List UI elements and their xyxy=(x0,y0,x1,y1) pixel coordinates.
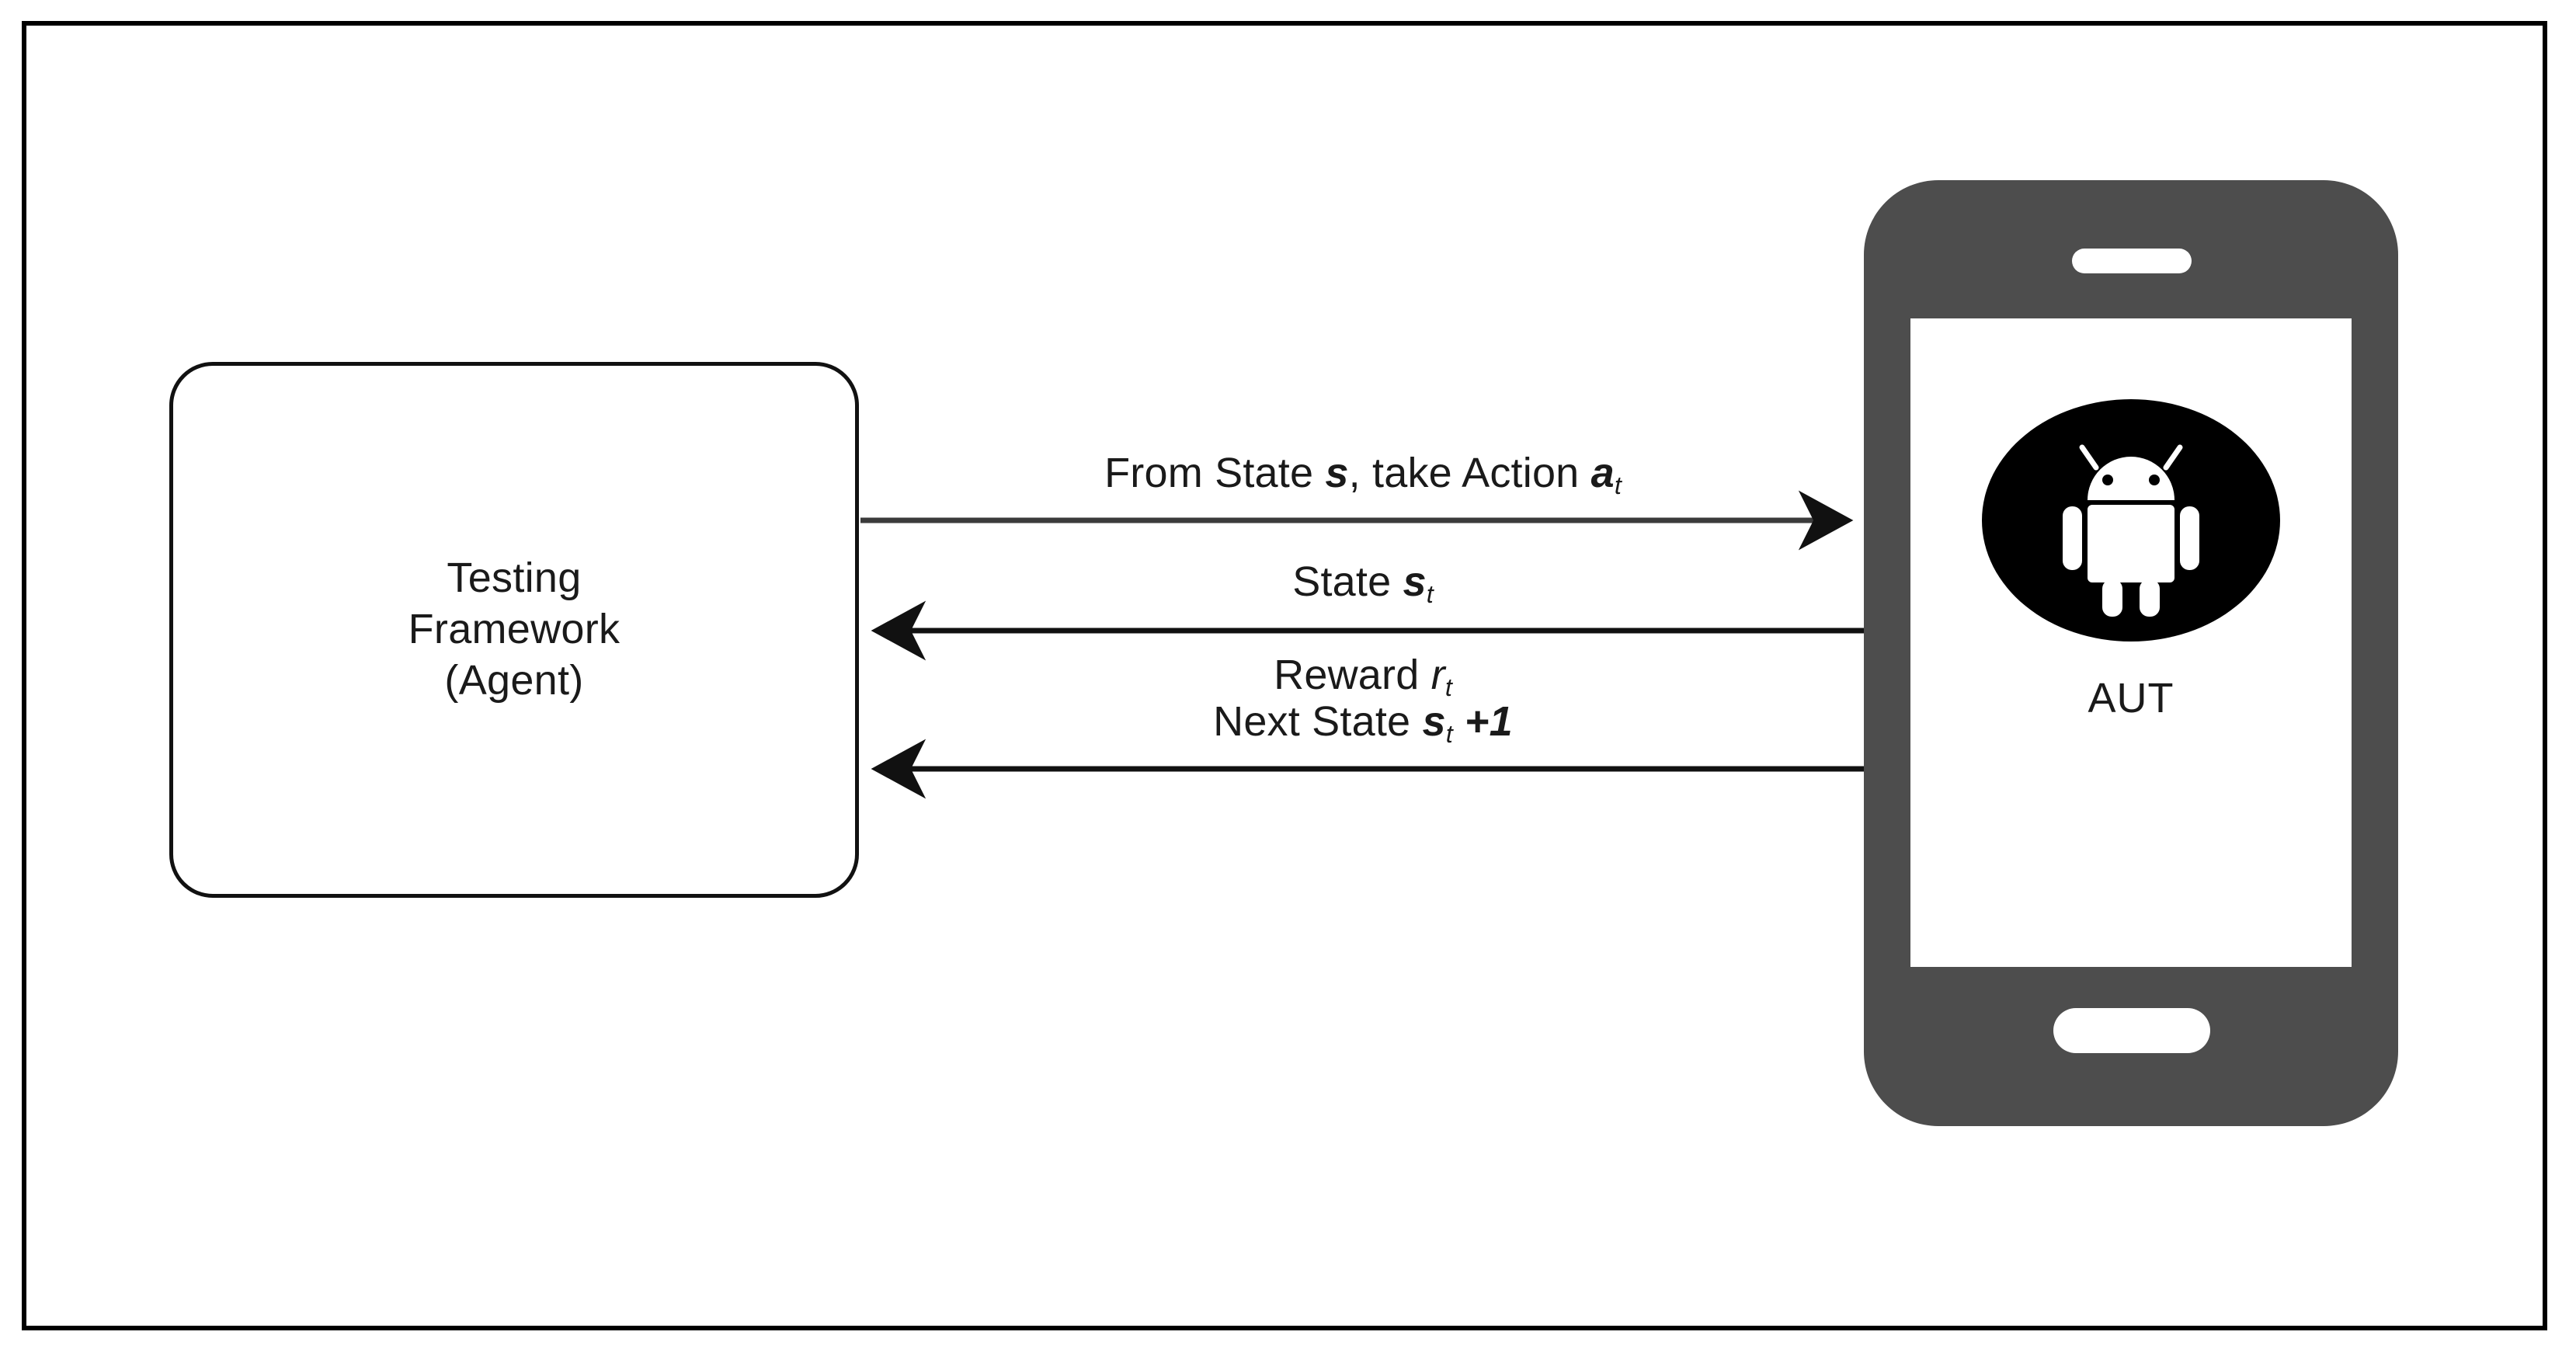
phone-screen: AUT xyxy=(1910,318,2352,967)
flow-label-next-prefix: Next State xyxy=(1213,698,1423,745)
flow-label-next-suffix: +1 xyxy=(1452,698,1513,745)
flow-label-reward: Reward rt xyxy=(858,651,1868,702)
testing-framework-box: Testing Framework (Agent) xyxy=(169,362,859,898)
flow-label-action-subscript: t xyxy=(1614,471,1622,500)
flow-label-reward-prefix: Reward xyxy=(1274,652,1431,698)
agent-label-line-2: Framework xyxy=(408,606,621,653)
flow-label-action-middle: , take Action xyxy=(1348,450,1591,496)
flow-label-action-prefix: From State xyxy=(1104,450,1326,496)
android-robot-icon xyxy=(1982,399,2280,642)
agent-label-line-1: Testing xyxy=(447,555,582,602)
flow-label-action-symbol-a: a xyxy=(1590,450,1615,496)
phone-speaker xyxy=(2072,249,2192,273)
flow-label-state-prefix: State xyxy=(1292,558,1403,605)
flow-label-state-symbol-s: s xyxy=(1403,558,1427,605)
flow-label-action: From State s, take Action at xyxy=(858,449,1868,500)
aut-label: AUT xyxy=(2088,675,2174,721)
flow-label-action-symbol-s: s xyxy=(1325,450,1349,496)
flow-label-state-subscript: t xyxy=(1426,580,1434,609)
flow-label-reward-symbol-r: r xyxy=(1431,652,1445,698)
phone-device: AUT xyxy=(1864,180,2398,1126)
flow-label-reward-subscript: t xyxy=(1444,673,1452,702)
agent-label-line-3: (Agent) xyxy=(444,656,584,704)
phone-home-button xyxy=(2053,1008,2210,1053)
flow-label-state: State st xyxy=(858,558,1868,609)
flow-label-next-subscript: t xyxy=(1445,720,1453,749)
flow-label-next-symbol-s: s xyxy=(1422,698,1446,745)
flow-label-next-state: Next State st +1 xyxy=(858,697,1868,749)
